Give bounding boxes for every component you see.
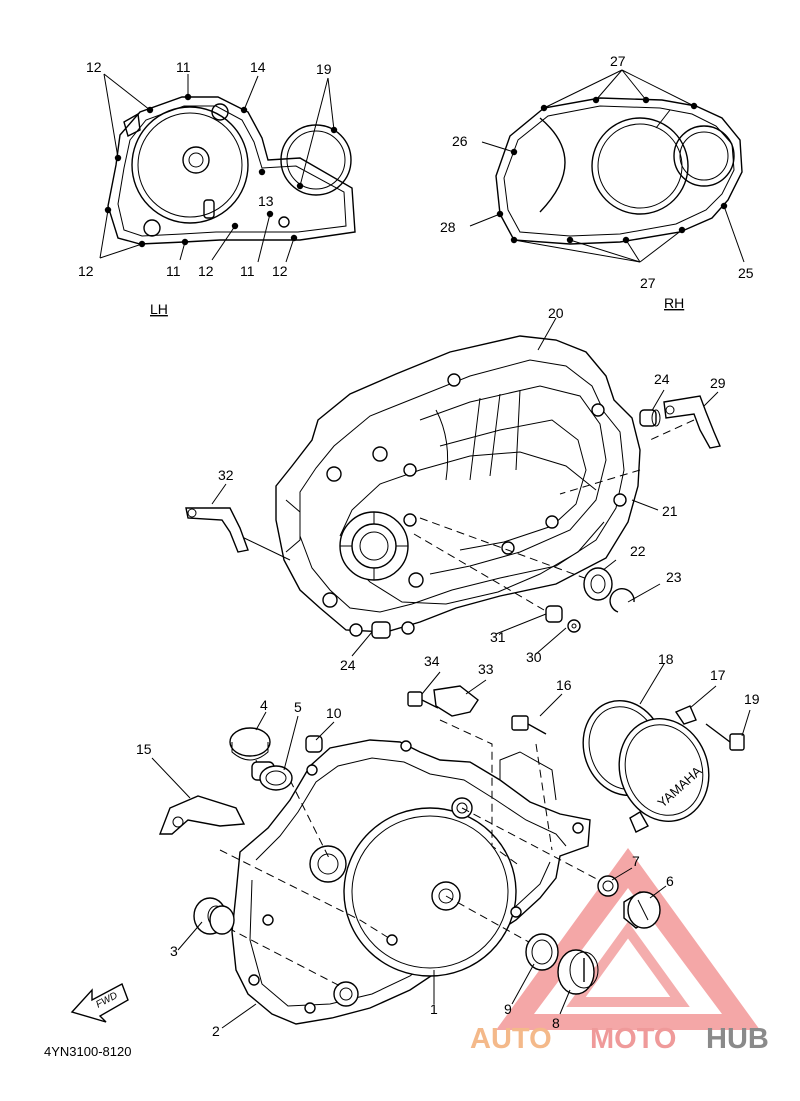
lh-gasket — [107, 96, 356, 245]
callout-24: 24 — [654, 371, 670, 387]
callout-12: 12 — [78, 263, 94, 279]
callout-26: 26 — [452, 133, 468, 149]
callout-9: 9 — [504, 1001, 512, 1017]
fwd-arrow-icon: FWD — [70, 983, 129, 1023]
callout-21: 21 — [662, 503, 678, 519]
callout-32: 32 — [218, 467, 234, 483]
callout-23: 23 — [666, 569, 682, 585]
callout-19: 19 — [744, 691, 760, 707]
watermark-text-hub: HUB — [706, 1023, 769, 1055]
watermark-text: AUTO MOTO HUB — [470, 1023, 769, 1055]
lh-side-label: LH — [150, 301, 168, 317]
callout-31: 31 — [490, 629, 506, 645]
callout-18: 18 — [658, 651, 674, 667]
callout-5: 5 — [294, 699, 302, 715]
callout-7: 7 — [632, 853, 640, 869]
callout-8: 8 — [552, 1015, 560, 1031]
crankcase-housing — [275, 335, 641, 637]
middle-small-parts — [185, 395, 721, 639]
callout-30: 30 — [526, 649, 542, 665]
callout-25: 25 — [738, 265, 754, 281]
rh-gasket — [495, 97, 743, 245]
callout-17: 17 — [710, 667, 726, 683]
callout-12: 12 — [86, 59, 102, 75]
callout-19: 19 — [316, 61, 332, 77]
callout-2: 2 — [212, 1023, 220, 1039]
callout-33: 33 — [478, 661, 494, 677]
callout-15: 15 — [136, 741, 152, 757]
cover-small-parts — [158, 685, 745, 995]
callout-24: 24 — [340, 657, 356, 673]
cover-assembly-lines — [219, 719, 611, 987]
callout-11: 11 — [240, 263, 255, 279]
callout-13: 13 — [258, 193, 274, 209]
lh-leaders — [99, 73, 335, 263]
callout-16: 16 — [556, 677, 572, 693]
watermark-triangle-inner — [566, 921, 690, 1007]
callout-12: 12 — [272, 263, 288, 279]
callout-11: 11 — [166, 263, 181, 279]
callout-3: 3 — [170, 943, 178, 959]
watermark-text-auto: AUTO — [470, 1023, 552, 1055]
callout-12: 12 — [198, 263, 214, 279]
lh-dowel-dots — [104, 93, 338, 248]
watermark-text-moto: MOTO — [590, 1023, 676, 1055]
watermark-logo — [496, 848, 760, 1030]
rh-leaders — [469, 69, 745, 263]
part-code: 4YN3100-8120 — [44, 1044, 131, 1059]
callout-29: 29 — [710, 375, 726, 391]
callout-34: 34 — [424, 653, 440, 669]
callout-11: 11 — [176, 59, 191, 75]
callout-numbers: 12 11 14 19 13 12 11 12 11 12 27 26 28 2… — [78, 53, 760, 1039]
callout-6: 6 — [666, 873, 674, 889]
callout-22: 22 — [630, 543, 646, 559]
callout-27: 27 — [640, 275, 656, 291]
callout-1: 1 — [430, 1001, 438, 1017]
callout-14: 14 — [250, 59, 266, 75]
callout-4: 4 — [260, 697, 268, 713]
rh-side-label: RH — [664, 295, 684, 311]
cover-leaders — [151, 663, 751, 1029]
callout-28: 28 — [440, 219, 456, 235]
callout-20: 20 — [548, 305, 564, 321]
callout-27: 27 — [610, 53, 626, 69]
crankcase-cover — [231, 739, 591, 1025]
watermark-triangle — [496, 848, 760, 1030]
callout-10: 10 — [326, 705, 342, 721]
